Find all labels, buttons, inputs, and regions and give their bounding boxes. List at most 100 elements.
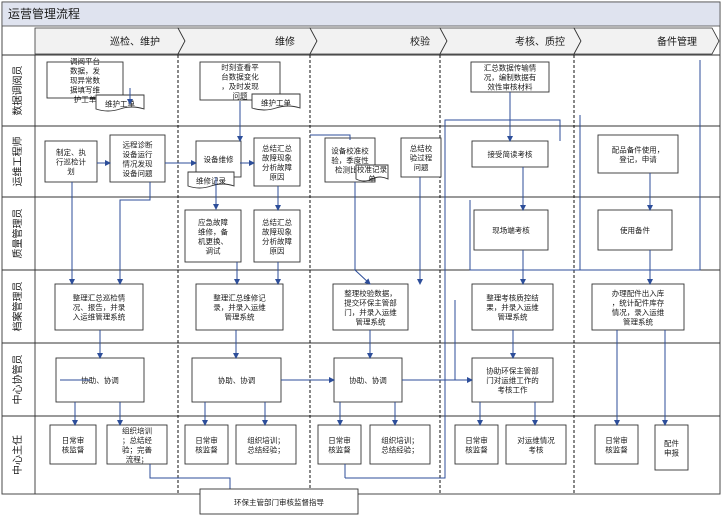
box-p3-summary: 总结校验过程问题 bbox=[400, 137, 442, 178]
box-label: 组织培训；总结经验； bbox=[381, 435, 419, 455]
title-bar bbox=[1, 1, 721, 27]
box-label: 总结汇总故障现象分析故障原因 bbox=[262, 217, 292, 256]
box-label: 日常审核监督 bbox=[328, 435, 351, 455]
footer-box bbox=[199, 488, 359, 515]
box-label: 整理考核质控结果，并录入运维管理系统 bbox=[486, 293, 539, 322]
box-label: 校准记录单 bbox=[357, 164, 387, 184]
box-shape bbox=[54, 283, 144, 331]
role-label: 中心主任 bbox=[11, 435, 24, 475]
box-p3-training: 组织培训；总结经验； bbox=[369, 424, 431, 465]
box-shape bbox=[199, 61, 281, 101]
box-p2-daily: 日常审核监督 bbox=[184, 424, 229, 465]
box-label: 接受简读考核 bbox=[488, 149, 533, 159]
box-shape bbox=[106, 424, 168, 465]
box-p4-eval-accept: 接受简读考核 bbox=[471, 140, 549, 168]
box-label: 设备校准校验，季度性检测比对 bbox=[331, 146, 369, 175]
feedback-lines bbox=[60, 60, 701, 490]
phase-dividers bbox=[177, 55, 575, 494]
box-shape bbox=[184, 209, 242, 263]
box-label: 办理配件出入库，统计配件库存情况，录入运维管理系统 bbox=[612, 288, 665, 327]
box-label: 维修记录 bbox=[196, 176, 226, 186]
box-label: 制定、执行巡检计划 bbox=[56, 147, 86, 176]
phase-label-1: 巡检、维护 bbox=[110, 35, 160, 48]
box-label: 设备维修 bbox=[204, 154, 234, 164]
box-shape bbox=[471, 140, 549, 168]
box-shape bbox=[253, 137, 301, 187]
box-p5-request: 配件申报 bbox=[654, 424, 689, 471]
box-label: 组织培训；总结经验； bbox=[247, 435, 285, 455]
box-label: 调阅平台数据，发现异常数据填写维护工单 bbox=[70, 56, 100, 104]
box-label: 日常审核监督 bbox=[465, 435, 488, 455]
box-label: 远程诊断设备运行情况发现设备问题 bbox=[123, 139, 153, 178]
box-p2-doc-order: 维护工单 bbox=[251, 93, 301, 111]
box-shape bbox=[187, 171, 235, 189]
box-shape bbox=[473, 209, 549, 251]
box-shape bbox=[355, 164, 389, 182]
box-p4-archive: 整理考核质控结果，并录入运维管理系统 bbox=[471, 283, 554, 331]
footer-label: 环保主管部门审核监督指导 bbox=[234, 497, 324, 507]
box-p2-archive: 整理汇总维修记录，并录入运维管理系统 bbox=[195, 283, 284, 331]
phase-chevron-5 bbox=[573, 27, 720, 55]
box-shape bbox=[317, 424, 362, 465]
box-shape bbox=[597, 134, 679, 174]
box-p3-doc-calib: 校准记录单 bbox=[355, 164, 389, 184]
box-label: 使用备件 bbox=[620, 225, 650, 235]
box-shape bbox=[591, 283, 685, 331]
box-label: 总结汇总故障现象分析故障原因 bbox=[262, 143, 292, 182]
box-shape bbox=[369, 424, 431, 465]
box-label: 整理汇总维修记录，并录入运维管理系统 bbox=[213, 293, 266, 322]
box-p2-realtime: 时刻查看平台数据变化，及时发现问题 bbox=[199, 61, 281, 101]
diagram-title: 运营管理流程 bbox=[8, 6, 80, 21]
box-p2-training: 组织培训；总结经验； bbox=[235, 424, 297, 465]
box-label: 组织培训；总结经验；完善流程； bbox=[122, 425, 152, 464]
phase-chevron-2 bbox=[177, 27, 318, 55]
box-shape bbox=[454, 424, 499, 465]
box-label: 维护工单 bbox=[105, 99, 135, 109]
box-label: 配件申报 bbox=[664, 438, 679, 458]
box-p1-plan: 制定、执行巡检计划 bbox=[44, 140, 98, 183]
box-shape bbox=[251, 93, 301, 111]
box-p4-situation: 对运维情况考核 bbox=[505, 424, 567, 465]
box-label: 现场端考核 bbox=[492, 225, 530, 235]
box-shape bbox=[505, 424, 567, 465]
box-p5-use: 使用备件 bbox=[597, 209, 673, 251]
box-label: 汇总数据传输情况，编制数据有效性审核材料 bbox=[484, 63, 537, 92]
box-p4-daily: 日常审核监督 bbox=[454, 424, 499, 465]
phase-label-5: 备件管理 bbox=[657, 35, 697, 48]
box-label: 时刻查看平台数据变化，及时发现问题 bbox=[221, 62, 259, 101]
box-label: 协助环保主管部门对运维工作的考核工作 bbox=[486, 366, 539, 395]
box-p1-data-view: 调阅平台数据，发现异常数据填写维护工单 bbox=[46, 56, 124, 104]
box-p3-coord: 协助、协调 bbox=[333, 357, 403, 403]
box-label: 整理校验数据，提交环保主管部门，并录入运维管理系统 bbox=[344, 288, 397, 327]
phase-header: 巡检、维护 维修 校验 考核、质控 备件管理 bbox=[34, 27, 720, 55]
box-label: 配品备件使用，登记，申请 bbox=[612, 144, 665, 164]
box-label: 协助、协调 bbox=[81, 375, 119, 385]
lane-grid bbox=[2, 54, 720, 494]
box-p2-summary-eng: 总结汇总故障现象分析故障原因 bbox=[253, 137, 301, 187]
box-label: 总结校验过程问题 bbox=[410, 143, 433, 172]
box-p1-archive: 整理汇总巡检情况、报告，并录入运维管理系统 bbox=[54, 283, 144, 331]
box-label: 日常审核监督 bbox=[62, 435, 85, 455]
box-p1-daily: 日常审核监督 bbox=[49, 424, 97, 465]
phase-label-3: 校验 bbox=[410, 35, 430, 48]
box-p1-remote-diag: 远程诊断设备运行情况发现设备问题 bbox=[109, 134, 166, 183]
box-shape bbox=[46, 61, 124, 99]
connectors bbox=[69, 88, 668, 426]
role-label: 档案管理员 bbox=[11, 282, 24, 332]
box-p1-training: 组织培训；总结经验；完善流程； bbox=[106, 424, 168, 465]
box-label: 对运维情况考核 bbox=[517, 435, 555, 455]
box-shape bbox=[184, 424, 229, 465]
box-shape bbox=[49, 424, 97, 465]
box-label: 维护工单 bbox=[261, 98, 291, 108]
box-shape bbox=[654, 424, 689, 471]
role-label: 质量管理员 bbox=[11, 209, 24, 259]
role-label: 中心协管员 bbox=[11, 355, 24, 405]
box-p2-summary-qa: 总结汇总故障现象分析故障原因 bbox=[253, 209, 301, 263]
box-shape bbox=[400, 137, 442, 178]
box-p2-coord: 协助、协调 bbox=[191, 357, 282, 403]
box-p4-collect: 汇总数据传输情况，编制数据有效性审核材料 bbox=[470, 61, 550, 93]
box-shape bbox=[195, 283, 284, 331]
box-label: 协助、协调 bbox=[218, 375, 256, 385]
